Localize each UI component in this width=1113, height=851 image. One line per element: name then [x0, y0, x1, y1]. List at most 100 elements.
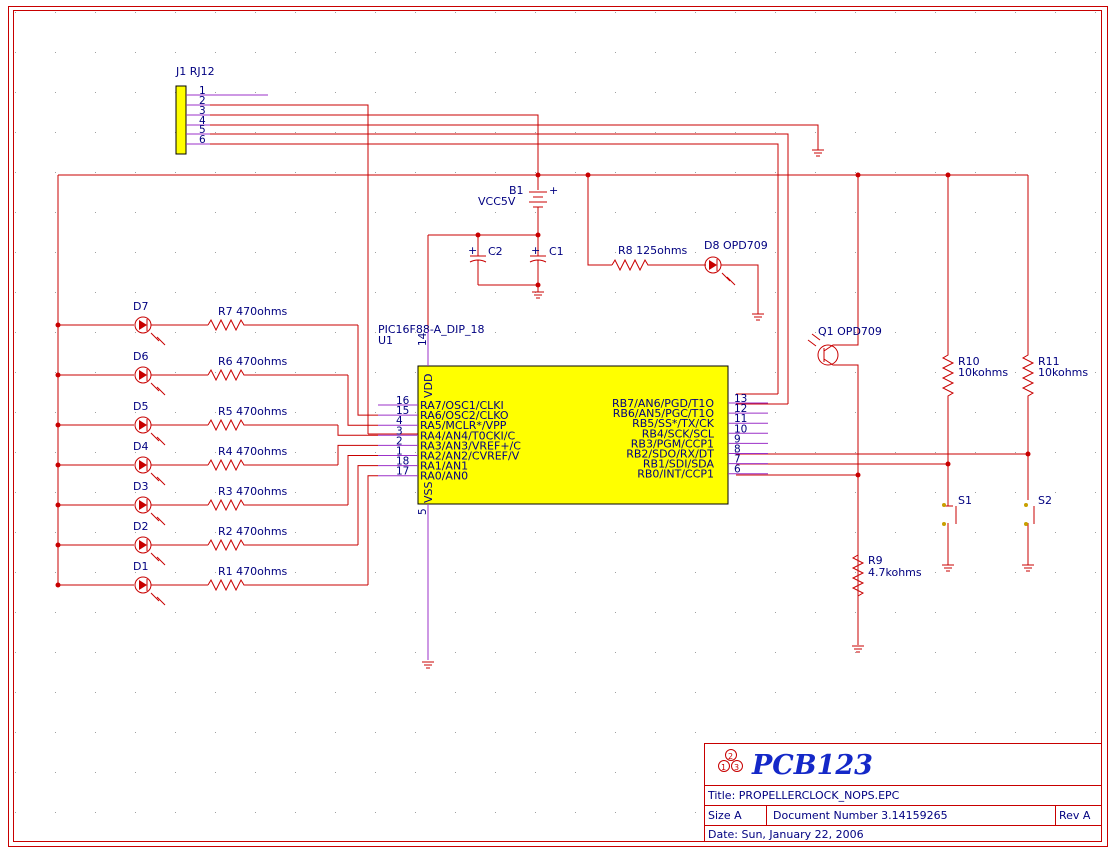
r8-d8-branch[interactable]: R8 125ohms D8 OPD709 — [587, 175, 768, 314]
j1-pin-5: 5 — [199, 124, 206, 136]
u1-vdd-pin: 14 — [417, 332, 429, 346]
led-anode-triangle — [139, 540, 147, 550]
resistor-to-chip-wire — [337, 425, 378, 436]
u1-right-pin-number: 8 — [734, 444, 741, 456]
u1-right-pin-number: 11 — [734, 413, 747, 425]
led-anode-triangle — [139, 460, 147, 470]
title-text: Title: PROPELLERCLOCK_NOPS.EPC — [707, 789, 900, 802]
document-number: Document Number 3.14159265 — [773, 809, 948, 822]
revision: Rev A — [1059, 809, 1091, 822]
led-emission-arrows — [150, 432, 166, 446]
c2-label: C2 — [488, 245, 503, 258]
r8-label: R8 125ohms — [618, 244, 688, 257]
resistor-zigzag — [207, 318, 358, 332]
r9-ref: R9 — [868, 554, 883, 567]
q1-phototransistor[interactable]: Q1 OPD709 — [807, 175, 882, 645]
u1-right-pin-number: 7 — [734, 454, 741, 466]
u1-vdd: VDD — [422, 374, 435, 398]
u1-right-pin-number: 9 — [734, 433, 741, 445]
led-resistor-row[interactable]: D7 R7 470ohms — [55, 300, 379, 416]
led-anode-triangle — [139, 370, 147, 380]
u1-right-pin-number: 10 — [734, 423, 747, 435]
u1-left-pin-number: 18 — [396, 456, 409, 468]
u1-right-pin-name: RB2/SDO/RX/DT — [626, 448, 714, 461]
c1-plus: + — [531, 244, 540, 257]
r10-s1[interactable]: R10 10kohms S1 — [941, 175, 1008, 565]
led-anode-triangle — [139, 320, 147, 330]
u1-left-pin-number: 4 — [396, 415, 403, 427]
r9-resistor[interactable]: R9 4.7kohms — [851, 554, 922, 597]
j1-wires — [210, 104, 819, 435]
j1-pin-6: 6 — [199, 134, 206, 146]
resistor-zigzag — [207, 538, 358, 552]
u1-right-pin-name: RB6/AN5/PGC/T1O — [613, 407, 715, 420]
resistor-label: R1 470ohms — [218, 565, 288, 578]
resistor-zigzag — [207, 418, 338, 432]
led-cathode — [146, 369, 208, 381]
u1-left-pin-name: RA1/AN1 — [420, 460, 468, 473]
led-label: D3 — [133, 480, 148, 493]
u1-ref: U1 — [378, 334, 393, 347]
led-cathode — [146, 579, 208, 591]
u1-right-pin-name: RB4/SCK/SCL — [642, 427, 715, 440]
r11-s2[interactable]: R11 10kohms S2 — [1021, 175, 1088, 565]
sheet-border-inner — [13, 10, 1102, 842]
led-label: D7 — [133, 300, 148, 313]
q1-label: Q1 OPD709 — [818, 325, 882, 338]
r11-value: 10kohms — [1038, 366, 1088, 379]
u1-left-pin-name: RA4/AN4/T0CKI/C — [420, 429, 515, 442]
led-label: D6 — [133, 350, 148, 363]
j1-pin-1: 1 — [199, 85, 206, 97]
u1-left-pin-number: 16 — [396, 395, 410, 407]
b1-value: VCC5V — [478, 195, 516, 208]
u1-right-pin-name: RB5/SS*/TX/CK — [632, 417, 715, 430]
u1-right-pin-name: RB0/INT/CCP1 — [637, 468, 714, 481]
sheet-border-outer — [8, 6, 1108, 847]
battery-b1[interactable]: B1 VCC5V + — [478, 175, 558, 235]
u1-right-pin-number: 6 — [734, 464, 741, 476]
led-cathode — [146, 459, 208, 471]
j1-connector[interactable]: J1 RJ12 1 2 3 4 5 6 — [175, 65, 268, 155]
s1-label: S1 — [958, 494, 972, 507]
led-cathode — [146, 419, 208, 431]
c1-label: C1 — [549, 245, 564, 258]
led-emission-arrows — [150, 592, 166, 606]
led-label: D2 — [133, 520, 148, 533]
resistor-zigzag — [207, 368, 348, 382]
resistor-label: R7 470ohms — [218, 305, 288, 318]
resistor-label: R5 470ohms — [218, 405, 288, 418]
pcb123-logo-icon: 2 1 3 — [718, 749, 743, 772]
resistor-zigzag — [207, 458, 338, 472]
b1-ref: B1 — [509, 184, 524, 197]
u1-left-pin-number: 3 — [396, 425, 403, 437]
led-cathode — [146, 539, 208, 551]
j1-pin-2: 2 — [199, 95, 206, 107]
led-emission-arrows — [150, 472, 166, 486]
u1-vss-pin: 5 — [417, 508, 429, 515]
pcb123-logo: PCB123 — [751, 750, 873, 781]
resistor-label: R2 470ohms — [218, 525, 288, 538]
led-resistor-row[interactable]: D2 R2 470ohms — [55, 465, 379, 566]
u1-right-pin-name: RB3/PGM/CCP1 — [631, 437, 714, 450]
resistor-to-chip-wire — [357, 325, 378, 416]
u1-right-wires — [736, 451, 1031, 476]
size-text: Size A — [708, 809, 742, 822]
title-block: 2 1 3 PCB123 Title: PROPELLERCLOCK_NOPS.… — [704, 743, 1102, 842]
led-emission-arrows — [150, 552, 166, 566]
u1-left-pin-number: 1 — [396, 446, 403, 458]
u1-left-pin-name: RA0/AN0 — [420, 470, 468, 483]
resistor-to-chip-wire — [347, 375, 378, 426]
u1-left-pin-name: RA6/OSC2/CLKO — [420, 409, 509, 422]
j1-pin-4: 4 — [199, 115, 206, 127]
u1-left-pin-name: RA7/OSC1/CLKI — [420, 399, 504, 412]
